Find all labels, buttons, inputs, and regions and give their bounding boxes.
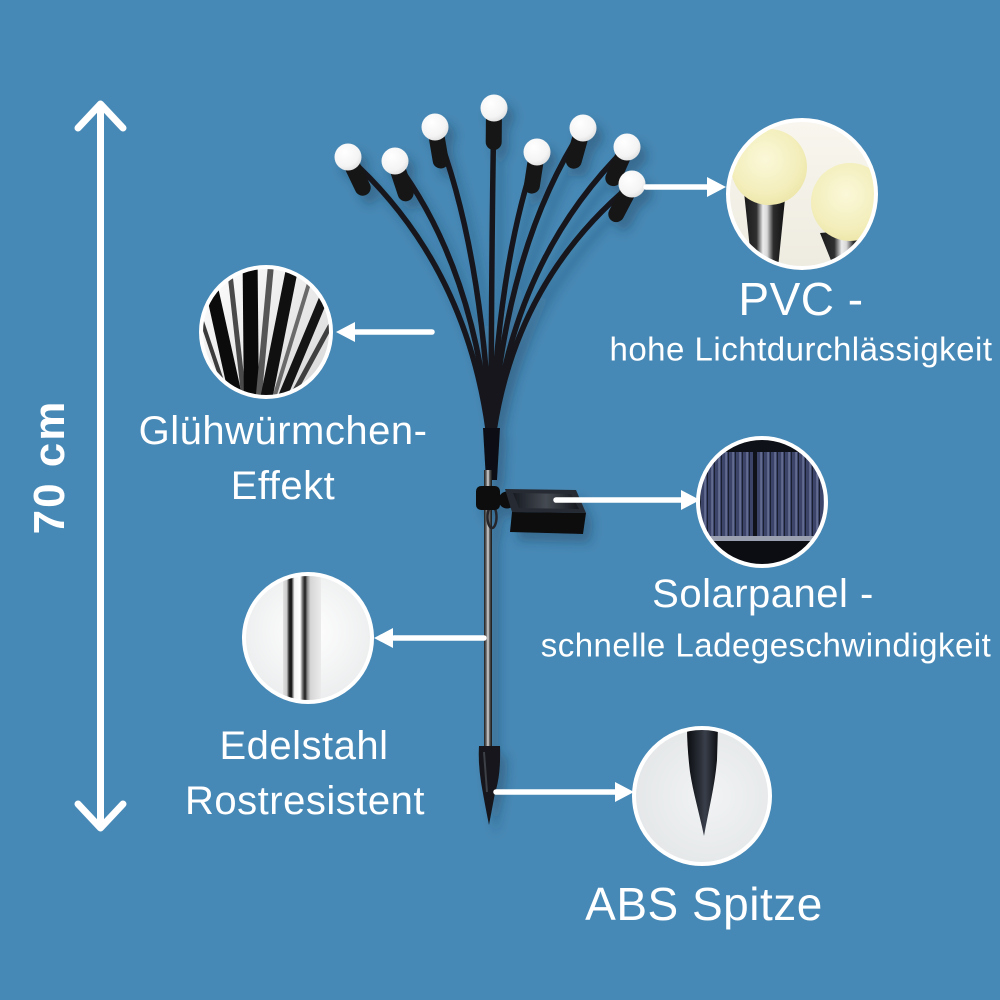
solar-panel-box [505, 489, 586, 534]
callout-arrows [336, 177, 726, 802]
height-measure-arrow [74, 100, 127, 832]
solar-firefly-light-illustration [334, 94, 646, 825]
wires [346, 107, 634, 456]
arrow-down-head [74, 800, 127, 832]
abs-callout-title: ABS Spitze [585, 878, 823, 930]
bulb-sockets [345, 112, 635, 223]
wire-bundle-sheath [483, 428, 500, 480]
height-measurement-label: 70 cm [25, 399, 74, 535]
arrow-pvc-callout [643, 177, 726, 197]
abs-detail-circle [632, 726, 772, 866]
steel-callout-title: Edelstahl [219, 724, 389, 768]
firefly-callout-title: Glühwürmchen- [138, 409, 428, 453]
stake-tip-highlight [483, 751, 488, 793]
pole-clamp [476, 486, 500, 510]
firefly-callout-subtitle: Effekt [230, 464, 336, 508]
arrow-steel-callout [374, 628, 487, 648]
steel-pole-closeup [244, 574, 372, 702]
warm-glowing-bulbs-closeup [728, 120, 876, 268]
stake-tip [478, 746, 501, 825]
pvc-detail-circle [726, 118, 878, 270]
pvc-callout-title: PVC - [738, 273, 864, 325]
arrow-solar-callout [553, 490, 700, 510]
bulbs [334, 94, 646, 198]
pvc-callout-subtitle: hohe Lichtdurchlässigkeit [609, 330, 993, 368]
solar-callout-subtitle: schnelle Ladegeschwindigkeit [540, 626, 992, 664]
arrow-abs-callout [493, 782, 634, 802]
firefly-detail-circle [199, 265, 333, 399]
stake-pole [484, 470, 492, 750]
stake-tip-closeup [634, 728, 770, 864]
solar-callout-title: Solarpanel - [652, 572, 874, 616]
steel-detail-circle [242, 572, 374, 704]
solar-detail-circle [696, 436, 828, 568]
arrow-up-head [74, 100, 127, 132]
steel-callout-subtitle: Rostresistent [185, 779, 425, 823]
arrow-firefly-callout [336, 322, 435, 342]
